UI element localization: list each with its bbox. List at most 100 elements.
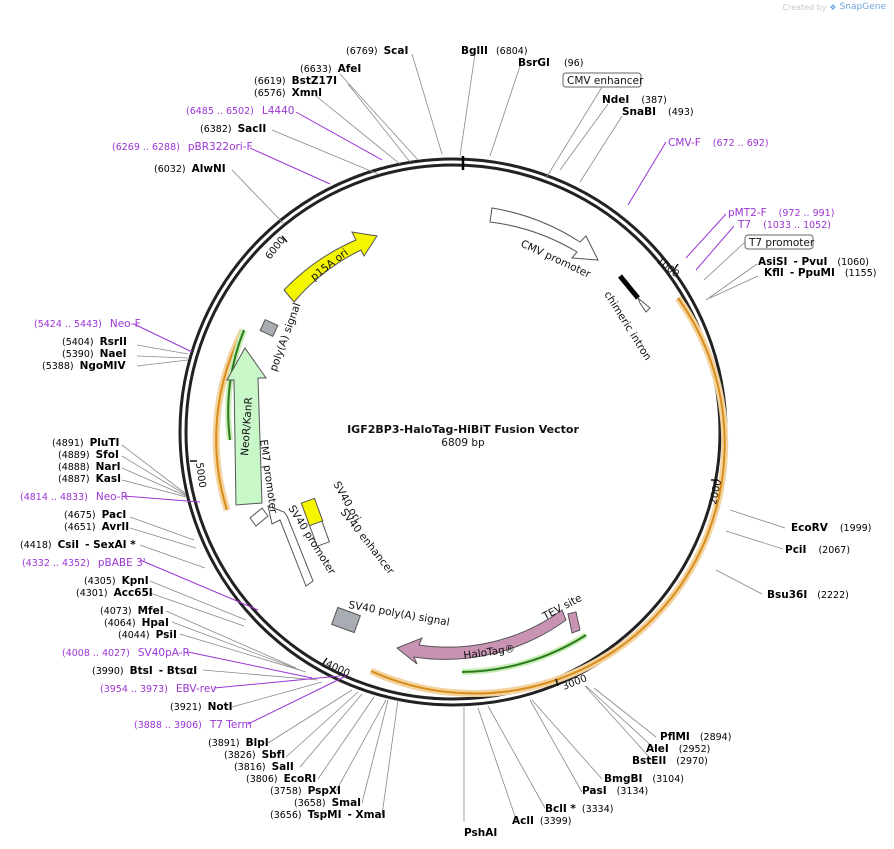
- site-sep-tspmi[interactable]: - XmaI: [347, 809, 385, 821]
- chimeric-intron-feature[interactable]: [618, 274, 640, 300]
- site-name-afei[interactable]: AfeI: [338, 63, 362, 75]
- site-name-pspxi[interactable]: PspXI: [308, 785, 341, 797]
- site-name-alei[interactable]: AleI: [646, 743, 669, 755]
- primer-name-pbabe-3[interactable]: pBABE 3': [98, 557, 146, 569]
- site-name-pflmi[interactable]: PflMI: [660, 731, 690, 743]
- site-name-bsteii[interactable]: BstEII: [632, 755, 666, 767]
- em7-promoter-arrow[interactable]: [249, 507, 269, 527]
- svg-text:(6269 .. 6288)pBR322ori-F: (6269 .. 6288)pBR322ori-F: [112, 141, 253, 153]
- polya-signal-feature[interactable]: [259, 318, 279, 338]
- sv40-promoter-arrow[interactable]: [267, 505, 314, 587]
- site-name-avrii[interactable]: AvrII: [102, 521, 130, 533]
- primer-name-t7[interactable]: T7: [737, 219, 751, 231]
- map-title: IGF2BP3-HaloTag-HiBiT Fusion Vector: [347, 423, 579, 436]
- site-pos-sbfi: (3826): [224, 750, 256, 761]
- site-name-xmni[interactable]: XmnI: [292, 87, 322, 99]
- primer-leader-lines: [123, 111, 735, 725]
- site-name-bstz17i[interactable]: BstZ17I: [292, 75, 337, 87]
- site-name-mfei[interactable]: MfeI: [138, 605, 164, 617]
- site-sep-btsi[interactable]: - BtsαI: [159, 665, 197, 677]
- primer-name-pbr322ori-f[interactable]: pBR322ori-F: [188, 141, 253, 153]
- site-name-ngomiv[interactable]: NgoMIV: [80, 360, 127, 372]
- p15a-ori-arrow[interactable]: [283, 231, 378, 303]
- site-name-pluti[interactable]: PluTI: [90, 437, 120, 449]
- svg-text:(3990)BtsI- BtsαI: (3990)BtsI- BtsαI: [92, 665, 197, 677]
- site-name-noti[interactable]: NotI: [208, 701, 233, 713]
- site-name-csii[interactable]: CsiI: [58, 539, 79, 551]
- svg-text:PshAI: PshAI: [464, 827, 497, 839]
- neokanr-arrow[interactable]: [226, 347, 267, 506]
- svg-text:pMT2-F(972 .. 991): pMT2-F(972 .. 991): [728, 207, 834, 219]
- primer-name-cmv-f[interactable]: CMV-F: [668, 137, 701, 149]
- site-name-sbfi[interactable]: SbfI: [262, 749, 286, 761]
- halotag-arrow[interactable]: [396, 609, 567, 665]
- site-name-rsrii[interactable]: RsrII: [100, 336, 127, 348]
- site-name-tspmi[interactable]: TspMI: [308, 809, 342, 821]
- site-name-bcli[interactable]: BclI *: [545, 803, 576, 815]
- site-name-btsi[interactable]: BtsI: [130, 665, 153, 677]
- site-name-ecorv[interactable]: EcoRV: [791, 522, 829, 534]
- svg-text:Bsu36I(2222): Bsu36I(2222): [767, 589, 849, 601]
- feature-label-neokanr: NeoR/KanR: [239, 397, 255, 456]
- svg-text:BstEII(2970): BstEII(2970): [632, 755, 708, 767]
- site-name-hpai[interactable]: HpaI: [142, 617, 169, 629]
- site-name-blpi[interactable]: BlpI: [246, 737, 269, 749]
- boxed-label-t7-promoter: T7 promoter: [748, 237, 815, 249]
- svg-text:(4675)PacI: (4675)PacI: [64, 509, 126, 521]
- primer-name-l4440[interactable]: L4440: [262, 105, 295, 117]
- site-name-naei[interactable]: NaeI: [100, 348, 127, 360]
- site-name-sacii[interactable]: SacII: [238, 123, 267, 135]
- site-name-psii[interactable]: PsiI: [156, 629, 177, 641]
- site-pos-pasi: (3134): [617, 786, 649, 797]
- chimeric-intron-arrow[interactable]: [637, 297, 651, 313]
- site-pos-snabi: (493): [668, 107, 694, 118]
- site-name-acli[interactable]: AclI: [512, 815, 534, 827]
- svg-text:(3826)SbfI: (3826) SbfI: [224, 749, 285, 761]
- site-sep-asisi[interactable]: - PvuI: [793, 256, 827, 268]
- svg-text:(5390)NaeI: (5390)NaeI: [62, 348, 127, 360]
- site-name-paci[interactable]: PacI: [102, 509, 127, 521]
- site-name-kpni[interactable]: KpnI: [122, 575, 149, 587]
- site-name-snabi[interactable]: SnaBI: [622, 106, 656, 118]
- site-name-bglii[interactable]: BglII: [461, 45, 488, 57]
- site-name-alwni[interactable]: AlwNI: [192, 163, 226, 175]
- site-name-bmgbi[interactable]: BmgBI: [604, 773, 642, 785]
- site-sep-kfli[interactable]: - PpuMI: [790, 267, 835, 279]
- site-name-bsu36i[interactable]: Bsu36I: [767, 589, 807, 601]
- sv40-ori-feature[interactable]: [300, 497, 324, 527]
- site-name-sali[interactable]: SalI: [272, 761, 294, 773]
- sv40-polya-signal-feature[interactable]: [331, 606, 361, 634]
- site-name-ecori[interactable]: EcoRI: [284, 773, 317, 785]
- site-name-sfoi[interactable]: SfoI: [96, 449, 119, 461]
- boxed-feature-cmv-enhancer[interactable]: CMV enhancer: [545, 72, 644, 179]
- site-name-pasi[interactable]: PasI: [582, 785, 607, 797]
- primer-name-ebv-rev[interactable]: EBV-rev: [176, 683, 217, 695]
- site-pos-ngomiv: (5388): [42, 361, 74, 372]
- svg-text:KflI- PpuMI(1155): KflI- PpuMI(1155): [764, 267, 876, 279]
- site-name-pshai[interactable]: PshAI: [464, 827, 497, 839]
- site-sep-csii[interactable]: - SexAI *: [85, 539, 136, 551]
- site-name-kfli[interactable]: KflI: [764, 267, 784, 279]
- site-name-acc65i[interactable]: Acc65I: [114, 587, 153, 599]
- site-name-pcii[interactable]: PciI: [785, 544, 806, 556]
- site-name-nari[interactable]: NarI: [96, 461, 121, 473]
- site-name-ndei[interactable]: NdeI: [602, 94, 629, 106]
- primer-name-sv40pa-r[interactable]: SV40pA-R: [138, 647, 190, 659]
- svg-text:(4891)PluTI: (4891)PluTI: [52, 437, 119, 449]
- cmv-promoter-arrow[interactable]: [489, 207, 599, 261]
- site-name-smai[interactable]: SmaI: [332, 797, 362, 809]
- tick-label-2000: 2000: [708, 478, 724, 505]
- site-name-kasi[interactable]: KasI: [96, 473, 121, 485]
- primer-name-neo-f[interactable]: Neo-F: [110, 318, 141, 330]
- primer-name-pmt2-f[interactable]: pMT2-F: [728, 207, 767, 219]
- site-name-asisi[interactable]: AsiSI: [758, 256, 787, 268]
- tev-site-feature[interactable]: [567, 611, 581, 634]
- tick-label-1000: 1000: [654, 256, 681, 280]
- site-name-bsrgi[interactable]: BsrGI: [518, 57, 550, 69]
- svg-text:(3816)SalI: (3816)SalI: [234, 761, 294, 773]
- boxed-feature-t7-promoter[interactable]: T7 promoter: [703, 234, 815, 281]
- site-pos-scai: (6769): [346, 46, 378, 57]
- site-name-scai[interactable]: ScaI: [384, 45, 409, 57]
- primer-name-t7-term[interactable]: T7 Term: [209, 719, 252, 731]
- primer-name-neo-r[interactable]: Neo-R: [96, 491, 128, 503]
